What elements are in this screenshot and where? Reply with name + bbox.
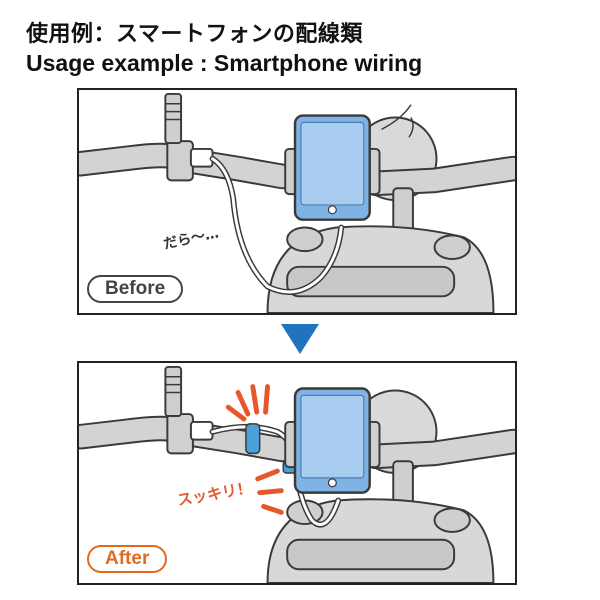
after-panel: スッキリ！ After [77, 361, 517, 585]
after-badge: After [87, 545, 168, 573]
after-illustration [79, 365, 515, 583]
page-title-jp: 使用例：スマートフォンの配線類 [26, 22, 363, 47]
before-badge: Before [87, 275, 184, 303]
page-title-en: Usage example : Smartphone wiring [26, 50, 423, 76]
before-panel: だら〜… Before [77, 88, 517, 315]
before-illustration [79, 92, 515, 313]
down-triangle-icon [281, 324, 319, 354]
